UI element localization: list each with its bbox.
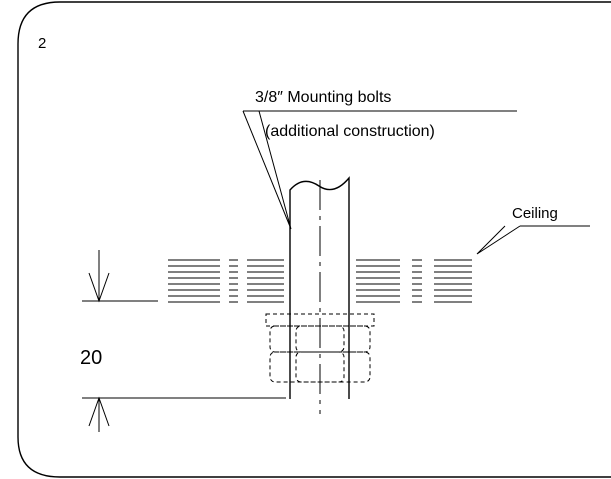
step-number: 2 xyxy=(38,35,46,52)
nut-upper xyxy=(269,325,371,353)
ceiling-slab-left xyxy=(168,259,284,303)
bolt-label: 3/8″ Mounting bolts xyxy=(255,89,391,106)
figure-frame xyxy=(17,1,611,478)
dimension-line xyxy=(82,250,286,432)
ceiling-leader xyxy=(476,225,590,255)
bolt-sublabel: (additional construction) xyxy=(265,123,435,140)
mounting-bolt xyxy=(289,176,350,414)
ceiling-slab-right xyxy=(356,259,472,303)
washer xyxy=(265,313,375,327)
dimension-value: 20 xyxy=(80,347,102,369)
bolt-leader xyxy=(242,110,517,230)
ceiling-label: Ceiling xyxy=(512,205,558,222)
nut-lower xyxy=(269,351,371,383)
